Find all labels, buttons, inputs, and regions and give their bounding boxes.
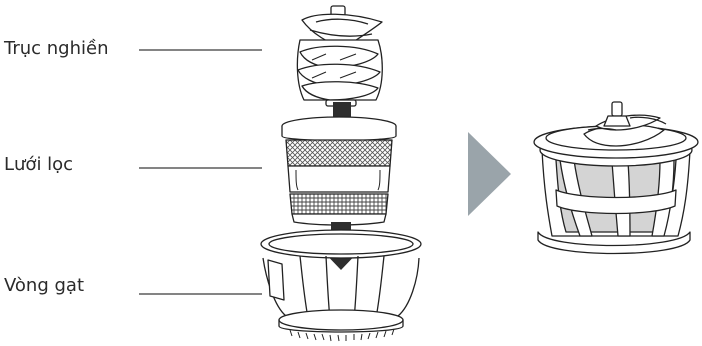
holder-illustration: [261, 230, 421, 341]
auger-illustration: [297, 6, 382, 106]
screen-illustration: [282, 117, 396, 225]
assembled-unit-illustration: [534, 102, 698, 254]
right-triangle-icon: [468, 132, 511, 216]
